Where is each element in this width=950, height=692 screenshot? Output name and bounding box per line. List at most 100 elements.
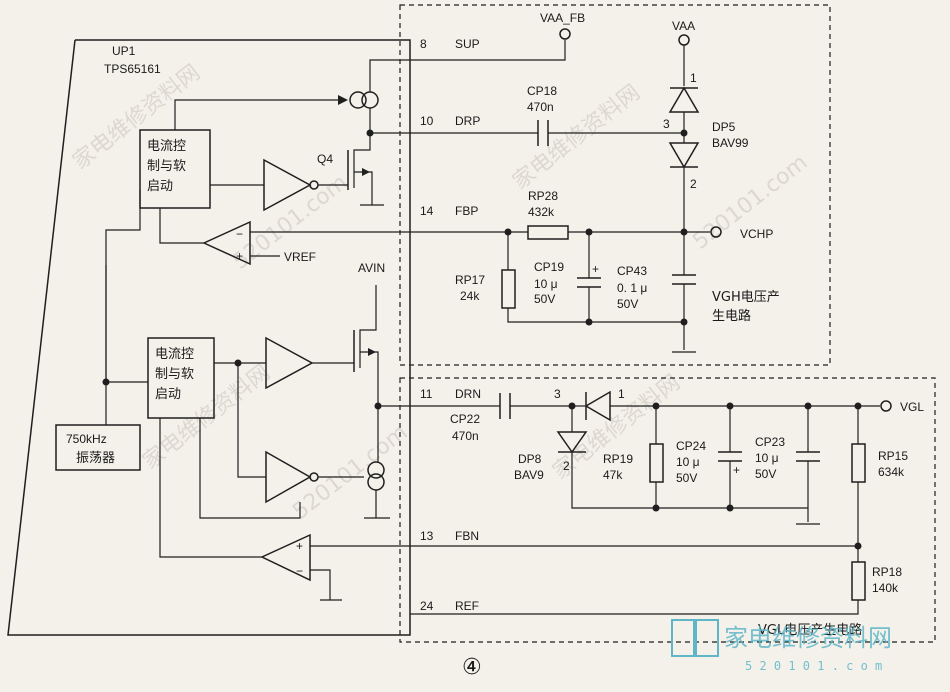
wire bbox=[174, 99, 238, 130]
cp24-polarity: + bbox=[733, 463, 740, 477]
rp18-value: 140k bbox=[872, 581, 899, 595]
cp24-value: 10 μ bbox=[676, 455, 700, 469]
cp23-ref: CP23 bbox=[755, 435, 785, 449]
cp19-volt: 50V bbox=[534, 292, 555, 306]
ctrl-top-line: 电流控 bbox=[147, 139, 186, 154]
pin-name: DRP bbox=[455, 114, 480, 128]
vgl-circuit-box bbox=[399, 377, 936, 643]
vchp-terminal[interactable] bbox=[710, 226, 722, 238]
dp5-part: BAV99 bbox=[712, 136, 749, 150]
net-vaa: VAA bbox=[672, 19, 695, 33]
rp18-ref: RP18 bbox=[872, 565, 902, 579]
rp18-resistor bbox=[851, 561, 866, 601]
wire bbox=[359, 285, 377, 368]
junction bbox=[680, 318, 688, 326]
current-source-bottom bbox=[367, 473, 385, 491]
wire-ref bbox=[410, 600, 859, 615]
cp19-polarity: + bbox=[592, 262, 599, 276]
dp8-pin: 3 bbox=[554, 387, 561, 401]
pin-name: FBP bbox=[455, 204, 478, 218]
dp5-diode-lower bbox=[668, 142, 700, 169]
rp19-value: 47k bbox=[603, 468, 623, 482]
osc-label: 振荡器 bbox=[76, 451, 115, 466]
cp43-value: 0. 1 μ bbox=[617, 281, 647, 295]
amp-plus: + bbox=[236, 249, 243, 263]
wire-sup bbox=[369, 40, 566, 92]
vaa-terminal[interactable] bbox=[678, 34, 690, 46]
rp28-value: 432k bbox=[528, 205, 555, 219]
junction bbox=[652, 504, 660, 512]
current-source-top bbox=[349, 91, 367, 109]
ic-ref: UP1 bbox=[112, 44, 136, 58]
pin-name: SUP bbox=[455, 37, 480, 51]
rp19-ref: RP19 bbox=[603, 452, 633, 466]
wire bbox=[310, 569, 331, 600]
wire bbox=[507, 308, 684, 323]
net-vaa-fb: VAA_FB bbox=[540, 11, 585, 25]
watermark-url: 520101.com bbox=[288, 420, 412, 525]
pin-num: 14 bbox=[420, 204, 434, 218]
cp23-volt: 50V bbox=[755, 467, 776, 481]
rp17-ref: RP17 bbox=[455, 273, 485, 287]
wire bbox=[237, 363, 266, 478]
cp22-value: 470n bbox=[452, 429, 479, 443]
cp24-ref: CP24 bbox=[676, 439, 706, 453]
mos-arrow bbox=[368, 348, 376, 356]
logo-text: 家电维修资料网 bbox=[724, 624, 892, 652]
cp24-volt: 50V bbox=[676, 471, 697, 485]
dp8-diode-right bbox=[584, 390, 611, 422]
cp23-value: 10 μ bbox=[755, 451, 779, 465]
site-logo: 家电维修资料网 5 2 0 1 0 1 . c o m bbox=[671, 619, 892, 673]
pin-num: 11 bbox=[420, 387, 433, 401]
osc-wire bbox=[105, 190, 141, 382]
cp18-value: 470n bbox=[527, 100, 554, 114]
wire bbox=[159, 208, 204, 244]
dp5-diode-upper bbox=[668, 86, 700, 113]
vgl-circuit-label: VGL电压产生电路 bbox=[758, 622, 862, 638]
dp8-pin: 2 bbox=[563, 459, 570, 473]
q4-arrow bbox=[362, 168, 370, 176]
net-vgl: VGL bbox=[900, 400, 924, 414]
dp5-ref: DP5 bbox=[712, 120, 736, 134]
arrow bbox=[338, 95, 348, 105]
vaa-fb-terminal[interactable] bbox=[559, 28, 571, 40]
pin-num: 10 bbox=[420, 114, 434, 128]
ctrl-bot-line: 电流控 bbox=[155, 347, 194, 362]
error-amp-top bbox=[202, 220, 251, 266]
rp15-resistor bbox=[851, 443, 866, 483]
pin-name: FBN bbox=[455, 529, 479, 543]
junction bbox=[585, 318, 593, 326]
pin-num: 13 bbox=[420, 529, 434, 543]
cp18-ref: CP18 bbox=[527, 84, 557, 98]
ic-part: TPS65161 bbox=[104, 62, 161, 76]
rp17-resistor bbox=[501, 269, 516, 309]
ctrl-bot-line: 制与软 bbox=[155, 367, 194, 382]
dp8-part: BAV9 bbox=[514, 468, 544, 482]
error-amp-bottom bbox=[260, 533, 311, 582]
osc-freq: 750kHz bbox=[66, 432, 107, 446]
vgh-circuit-label: 生电路 bbox=[712, 308, 751, 324]
dp8-ref: DP8 bbox=[518, 452, 542, 466]
pin-num: 8 bbox=[420, 37, 427, 51]
ctrl-block-bottom bbox=[147, 337, 215, 419]
q4-label: Q4 bbox=[317, 152, 333, 166]
rp19-resistor bbox=[649, 443, 664, 483]
junction bbox=[854, 542, 862, 550]
q4-drain bbox=[353, 133, 371, 188]
amp-minus: − bbox=[296, 564, 303, 578]
pin-name: REF bbox=[455, 599, 479, 613]
dp5-pin: 1 bbox=[690, 71, 697, 85]
ic-outline bbox=[7, 39, 411, 636]
rp15-value: 634k bbox=[878, 465, 905, 479]
cp43-ref: CP43 bbox=[617, 264, 647, 278]
rp28-resistor bbox=[527, 225, 569, 240]
logo-book-icon bbox=[695, 619, 719, 657]
ctrl-top-line: 启动 bbox=[147, 179, 173, 194]
dp5-pin: 2 bbox=[690, 177, 697, 191]
dp5-pin: 3 bbox=[663, 117, 670, 131]
oscillator-block bbox=[55, 424, 141, 471]
wire bbox=[199, 418, 301, 519]
current-source-bottom bbox=[367, 461, 385, 479]
vgl-terminal[interactable] bbox=[880, 400, 892, 412]
